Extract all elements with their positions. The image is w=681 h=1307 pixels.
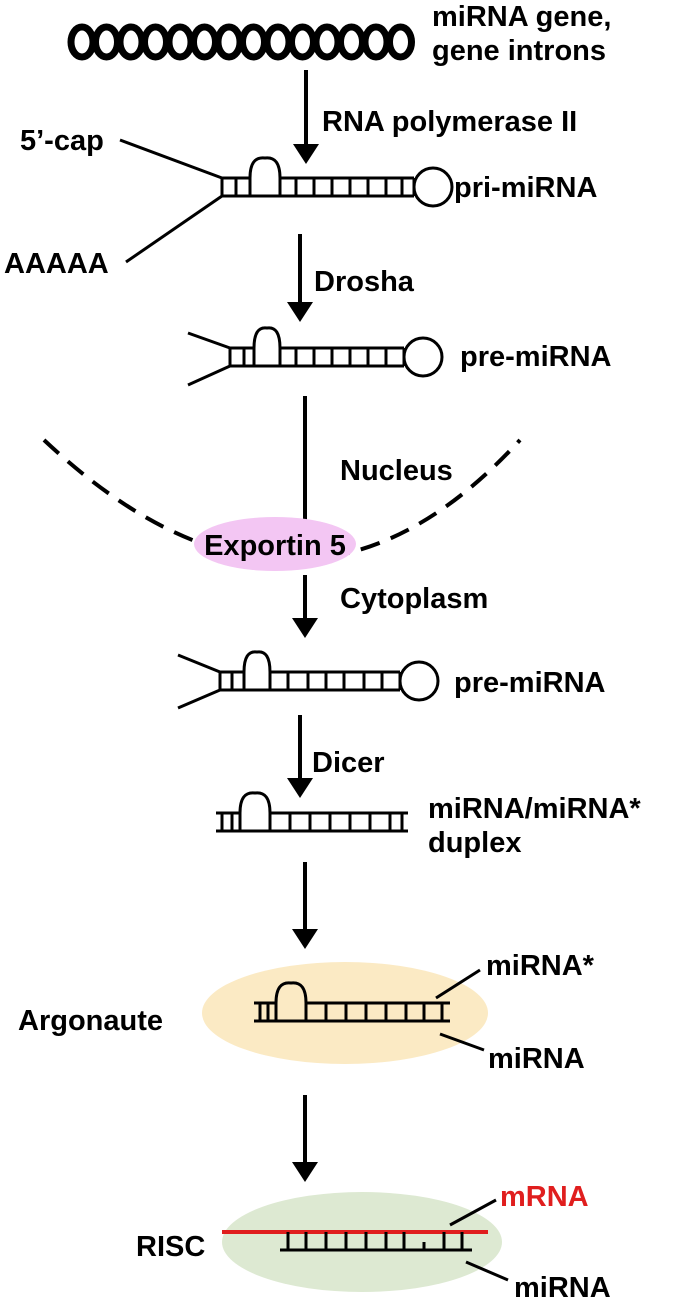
- mirna-label-argonaute: miRNA: [488, 1043, 585, 1075]
- pri-mirna-hairpin: [119, 138, 454, 264]
- mirna-pointer-2: [465, 1260, 509, 1282]
- pre-mirna-hairpin-nucleus: [187, 326, 444, 387]
- loading-arrow: [292, 862, 318, 949]
- duplex-label-line2: duplex: [428, 827, 521, 859]
- mirna-duplex: [216, 791, 408, 833]
- transcription-arrow: [293, 70, 319, 164]
- exportin-5-ellipse: [194, 517, 356, 571]
- argonaute-label: Argonaute: [18, 1005, 163, 1037]
- nuclear-membrane: [42, 438, 522, 562]
- argonaute-bound-duplex: [254, 981, 450, 1023]
- mrna-pointer: [449, 1198, 497, 1227]
- gene-label-line2: gene introns: [432, 35, 606, 67]
- drosha-label: Drosha: [314, 266, 415, 298]
- rna-polymerase-label: RNA polymerase II: [322, 106, 577, 138]
- mirna-star-pointer: [435, 968, 481, 1000]
- exportin-5-label: Exportin 5: [204, 530, 346, 562]
- risc-label: RISC: [136, 1231, 205, 1263]
- duplex-label-line1: miRNA/miRNA*: [428, 793, 641, 825]
- pre-mirna-label-cytoplasm: pre-miRNA: [454, 667, 606, 699]
- mirna-star-label: miRNA*: [486, 950, 595, 982]
- polya-tail-label: AAAAA: [4, 248, 109, 280]
- pre-mirna-label-nucleus: pre-miRNA: [460, 341, 612, 373]
- mirna-pointer-1: [439, 1032, 485, 1052]
- mrna-label: mRNA: [500, 1181, 589, 1213]
- dicer-arrow: [287, 715, 313, 798]
- risc-arrow: [292, 1095, 318, 1182]
- cytoplasm-label: Cytoplasm: [340, 583, 488, 615]
- gene-label-line1: miRNA gene,: [432, 1, 611, 33]
- dicer-label: Dicer: [312, 747, 385, 779]
- cytoplasm-arrow: [292, 575, 318, 638]
- mirna-gene-beads: [67, 23, 415, 61]
- mirna-label-risc: miRNA: [514, 1272, 611, 1304]
- pri-mirna-label: pri-miRNA: [454, 172, 597, 204]
- five-prime-cap-label: 5’-cap: [20, 125, 104, 157]
- risc-ellipse: [222, 1192, 502, 1292]
- drosha-arrow: [287, 234, 313, 322]
- risc-complex: [222, 1230, 488, 1252]
- nucleus-label: Nucleus: [340, 455, 453, 487]
- pre-mirna-hairpin-cytoplasm: [177, 650, 440, 710]
